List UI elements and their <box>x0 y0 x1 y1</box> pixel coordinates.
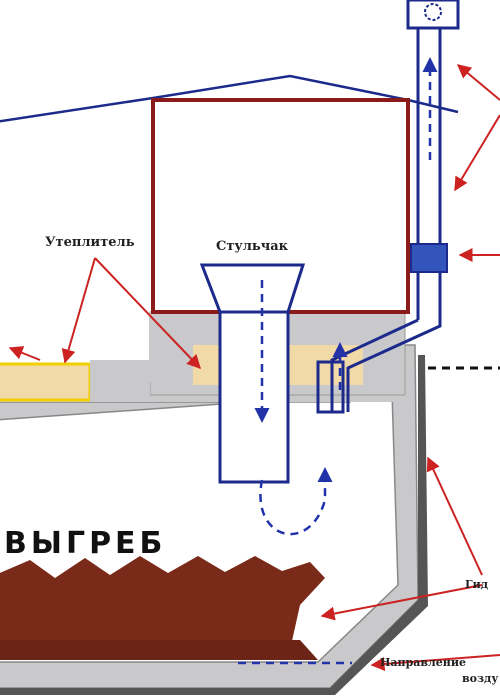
air-flow-arrows <box>238 57 438 665</box>
vent-cap-icon <box>424 3 442 21</box>
roof-outline <box>0 74 459 123</box>
insulation-label: Утеплитель <box>45 235 135 250</box>
pointer-arrows <box>8 64 500 671</box>
air-direction-label-1: Направление <box>380 656 466 669</box>
cesspool-label: ВЫГРЕБ <box>4 526 166 561</box>
sewage-bottom <box>0 640 318 660</box>
sewage-mass <box>0 556 325 655</box>
wall-insulation <box>0 362 92 402</box>
waterproofing-label: Гид <box>465 578 488 591</box>
pipe-coupling <box>410 243 448 273</box>
left-concrete-block <box>90 360 150 402</box>
air-direction-label-2: возду <box>462 672 498 685</box>
toilet-drop-pipe <box>199 263 306 484</box>
toilet-seat-label: Стульчак <box>216 239 289 254</box>
